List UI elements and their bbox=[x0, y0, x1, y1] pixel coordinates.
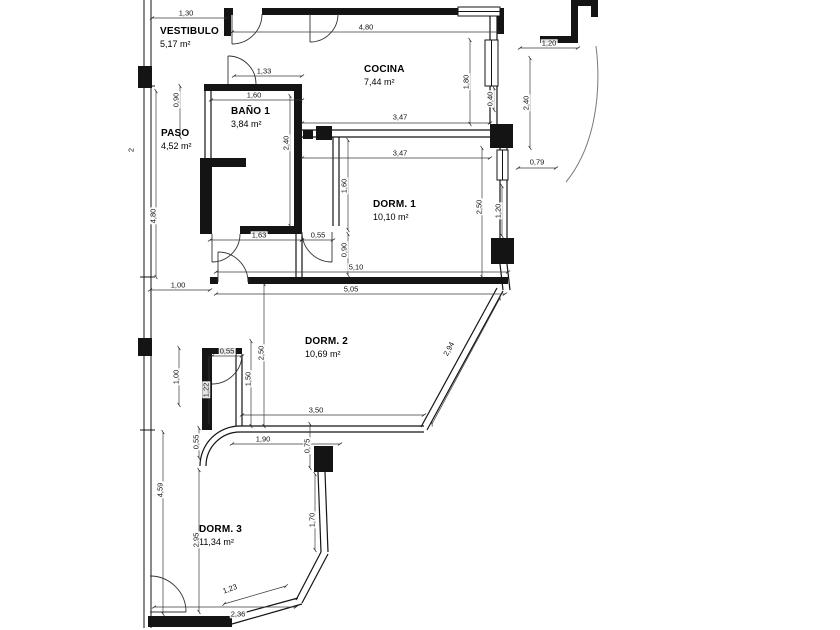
interior-walls bbox=[199, 15, 511, 625]
outer-walls bbox=[140, 0, 155, 628]
door-arcs bbox=[149, 13, 339, 613]
dimension-lines bbox=[147, 16, 581, 617]
window-symbols bbox=[457, 6, 509, 181]
facade-curve bbox=[565, 45, 599, 183]
solid-walls bbox=[138, 0, 598, 627]
